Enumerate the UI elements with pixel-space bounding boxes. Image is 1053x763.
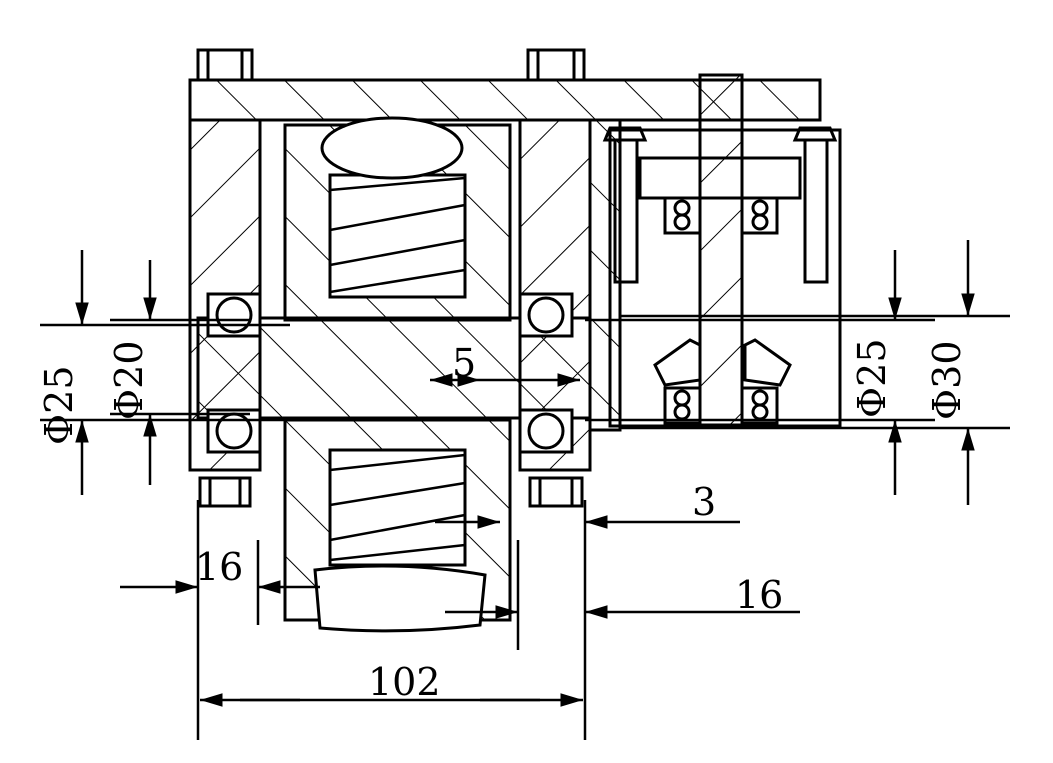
dim-right-inner: Φ25: [850, 338, 894, 418]
dim-right-outer: Φ30: [925, 340, 969, 420]
bottom-bolt-right: [528, 476, 584, 508]
worm-gear-lower: [328, 448, 467, 567]
right-taper-bearing: [653, 338, 792, 387]
bearing-left-bottom: [206, 408, 262, 454]
bearing-mid-bottom: [518, 408, 574, 454]
dim-width-right: 16: [735, 573, 783, 617]
right-bearing-upper: [663, 196, 779, 235]
dim-left-outer: Φ25: [37, 365, 81, 445]
dim-total-width: 102: [368, 660, 441, 704]
bearing-mid-top: [518, 292, 574, 338]
right-bearing-lower: [663, 386, 779, 425]
worm-thread-upper: [329, 176, 466, 294]
right-center-shaft: [698, 73, 744, 427]
worm-gear-upper: [328, 173, 467, 299]
part-outlines: [188, 48, 842, 633]
top-bolt-right: [526, 48, 586, 82]
dim-gap-center: 5: [452, 341, 476, 385]
dimension-arrows: [75, 240, 975, 707]
dim-width-left: 16: [195, 545, 243, 589]
bottom-bolt-left: [198, 476, 252, 508]
dim-gap-right: 3: [692, 480, 716, 524]
bearing-left-top: [206, 292, 262, 338]
worm-end-bottom: [313, 564, 487, 633]
top-bolt-left: [196, 48, 254, 82]
right-screws: [602, 126, 838, 284]
worm-end-top: [320, 116, 464, 180]
dimension-labels: Φ25 Φ20 Φ25 Φ30 5 3 16 16 102: [37, 338, 969, 704]
dim-left-inner: Φ20: [107, 340, 151, 420]
worm-thread-lower: [329, 453, 466, 562]
